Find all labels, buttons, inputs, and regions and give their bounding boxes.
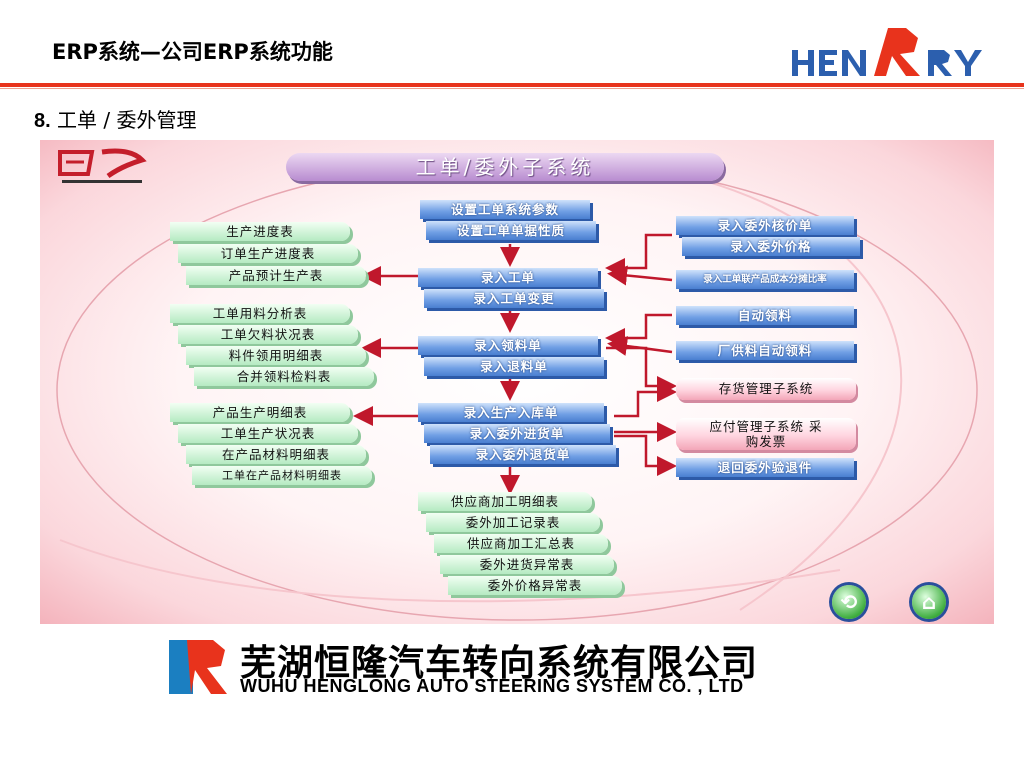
enter-work-order-node[interactable]: 录入工单: [418, 268, 598, 287]
henry-logo: [792, 28, 982, 76]
return-outsource-inspection-node[interactable]: 退回委外验退件: [676, 458, 854, 477]
enter-issue-order-node[interactable]: 录入领料单: [418, 336, 598, 355]
outsource-processing-record-node[interactable]: 委外加工记录表: [426, 513, 600, 532]
shortage-status-node[interactable]: 工单欠料状况表: [178, 325, 358, 344]
enter-work-order-change-node[interactable]: 录入工单变更: [424, 289, 604, 308]
supplier-processing-summary-node[interactable]: 供应商加工汇总表: [434, 534, 608, 553]
enter-cost-ratio-node[interactable]: 录入工单联产品成本分摊比率: [676, 270, 854, 289]
work-order-wip-material-node[interactable]: 工单在产品材料明细表: [192, 466, 372, 485]
product-forecast-node[interactable]: 产品预计生产表: [186, 266, 366, 285]
auto-issue-node[interactable]: 自动领料: [676, 306, 854, 325]
enter-production-receipt-node[interactable]: 录入生产入库单: [418, 403, 604, 422]
outsource-purchase-exception-node[interactable]: 委外进货异常表: [440, 555, 614, 574]
product-production-detail-node[interactable]: 产品生产明细表: [170, 403, 350, 422]
section-number: 8.: [34, 110, 51, 132]
set-params-node[interactable]: 设置工单系统参数: [420, 200, 590, 219]
order-production-progress-node[interactable]: 订单生产进度表: [178, 244, 358, 263]
section-heading: 8. 工单 / 委外管理: [34, 104, 197, 133]
production-progress-node[interactable]: 生产进度表: [170, 222, 350, 241]
wip-material-detail-node[interactable]: 在产品材料明细表: [186, 445, 366, 464]
company-name-en: WUHU HENGLONG AUTO STEERING SYSTEM CO. ,…: [240, 676, 744, 696]
workorder-diagram: 工单/委外子系统 设置工单系统参数 设置工单单据性质 录入工单 录入工单变更 录…: [40, 140, 994, 624]
material-usage-detail-node[interactable]: 料件领用明细表: [186, 346, 366, 365]
supplier-processing-detail-node[interactable]: 供应商加工明细表: [418, 492, 592, 511]
material-analysis-node[interactable]: 工单用料分析表: [170, 304, 350, 323]
enter-outsource-purchase-node[interactable]: 录入委外进货单: [424, 424, 610, 443]
system-title: 工单/委外子系统: [286, 153, 724, 181]
slide-title: ERP系统—公司ERP系统功能: [52, 40, 333, 64]
section-title: 工单 / 委外管理: [57, 108, 197, 132]
set-doc-type-node[interactable]: 设置工单单据性质: [426, 221, 596, 240]
outsource-price-exception-node[interactable]: 委外价格异常表: [448, 576, 622, 595]
yifei-erp-logo: [58, 148, 147, 183]
enter-return-order-node[interactable]: 录入退料单: [424, 357, 604, 376]
cycle-button[interactable]: ⟲: [832, 585, 866, 619]
enter-outsource-return-node[interactable]: 录入委外退货单: [430, 445, 616, 464]
work-order-status-node[interactable]: 工单生产状况表: [178, 424, 358, 443]
header-rule-thin: [0, 88, 1024, 89]
enter-outsource-price-node[interactable]: 录入委外价格: [682, 237, 860, 256]
inventory-subsystem-node[interactable]: 存货管理子系统: [676, 378, 856, 400]
header-rule: [0, 83, 1024, 87]
home-button[interactable]: ⌂: [912, 585, 946, 619]
payables-subsystem-node[interactable]: 应付管理子系统 采购发票: [676, 418, 856, 450]
company-name-cn: 芜湖恒隆汽车转向系统有限公司: [240, 643, 759, 684]
merged-issue-check-node[interactable]: 合并领料检料表: [194, 367, 374, 386]
cycle-icon: ⟲: [840, 590, 858, 614]
diagram-background: [56, 159, 978, 621]
supplier-auto-issue-node[interactable]: 厂供料自动领料: [676, 341, 854, 360]
henglong-logo: [167, 636, 229, 696]
enter-outsource-pricing-node[interactable]: 录入委外核价单: [676, 216, 854, 235]
home-icon: ⌂: [921, 590, 937, 614]
